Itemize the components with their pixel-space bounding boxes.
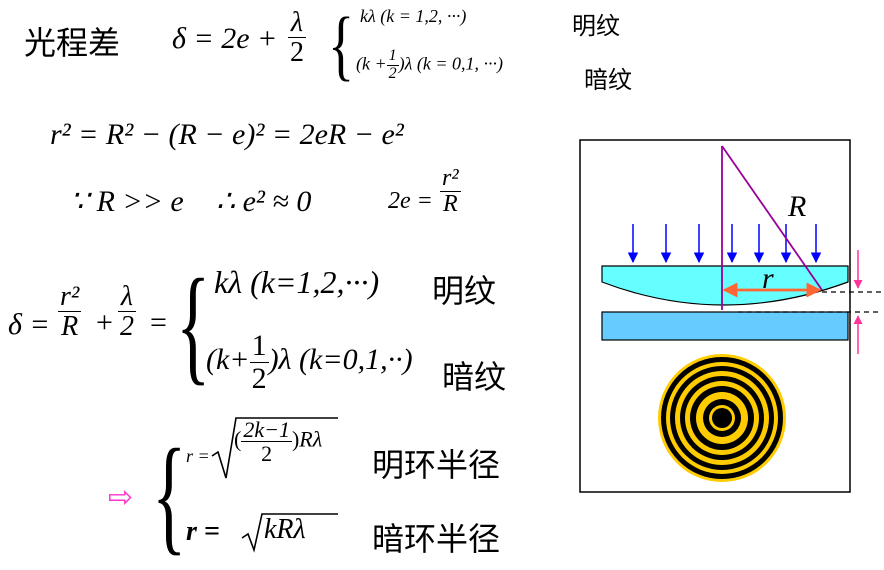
- eq4-dark-den: 2: [251, 361, 267, 395]
- eq4-frac1-den: R: [61, 311, 79, 343]
- eq3-frac-num: r²: [440, 165, 461, 193]
- eq1-dark-post: )λ (k = 0,1, ···): [398, 53, 504, 74]
- result-dark-radical: [241, 513, 338, 553]
- eq1-dark-label: 暗纹: [584, 66, 632, 94]
- result-bright-lhs: r =: [186, 446, 210, 466]
- label-r: r: [762, 262, 774, 295]
- eq1-dark-den: 2: [388, 64, 397, 82]
- eq4-plus: +: [96, 306, 113, 339]
- result-bright-radical: [211, 417, 338, 479]
- eq1-dark-num: 1: [386, 47, 399, 66]
- eq4-dark-post: )λ (k=0,1,··): [268, 342, 413, 376]
- eq4-case-bright: kλ (k=1,2,···): [214, 264, 380, 300]
- eq1-case-bright: kλ (k = 1,2, ···): [360, 6, 467, 26]
- eq1-bright-label: 明纹: [572, 12, 620, 40]
- eq4-bright-label: 明纹: [432, 272, 497, 310]
- result-arrow-icon: ⇨: [108, 480, 134, 515]
- newton-rings: [658, 354, 786, 482]
- eq4-brace: {: [176, 253, 211, 397]
- eq4-delta: δ =: [8, 308, 50, 341]
- result-dark-rad: kRλ: [264, 514, 306, 545]
- eq4-dark-label: 暗纹: [442, 358, 507, 396]
- glass-plate: [601, 311, 849, 341]
- incident-light-arrows: [627, 224, 822, 264]
- result-dark-lhs: r =: [186, 516, 220, 547]
- eq4-frac1-num: r²: [58, 281, 82, 313]
- eq2: r² = R² − (R − e)² = 2eR − e²: [50, 118, 404, 151]
- eq4-dark-num: 1: [249, 329, 269, 363]
- eq1-frac-num: λ: [288, 8, 306, 39]
- result-brace: {: [152, 423, 187, 567]
- eq1-brace: {: [328, 1, 355, 88]
- eq3-frac-den: R: [442, 191, 458, 218]
- result-bright-label: 明环半径: [372, 446, 501, 484]
- section-title: 光程差: [24, 24, 121, 62]
- eq3-therefore: ∴ e² ≈ 0: [216, 185, 312, 218]
- eq3-lhs: 2e =: [388, 188, 433, 214]
- result-bright-den: 2: [261, 441, 273, 467]
- result-dark-label: 暗环半径: [372, 520, 501, 558]
- eq4-frac2-num: λ: [118, 282, 136, 313]
- eq4-frac2-den: 2: [120, 311, 134, 343]
- radius-slant: [721, 145, 823, 291]
- result-bright-num: 2k−1: [241, 417, 292, 443]
- eq1-dark-pre: (k +: [356, 53, 387, 74]
- eq4-dark-pre: (k+: [206, 342, 250, 376]
- eq4-equals: =: [150, 306, 167, 339]
- eq1-frac-den: 2: [290, 37, 304, 69]
- eq3-because: ∵ R >> e: [70, 185, 184, 218]
- label-R: R: [787, 190, 806, 223]
- result-bright-tail: Rλ: [299, 426, 323, 452]
- newton-rings-figure: R r: [579, 139, 882, 493]
- eq1-lhs: δ = 2e +: [172, 22, 278, 55]
